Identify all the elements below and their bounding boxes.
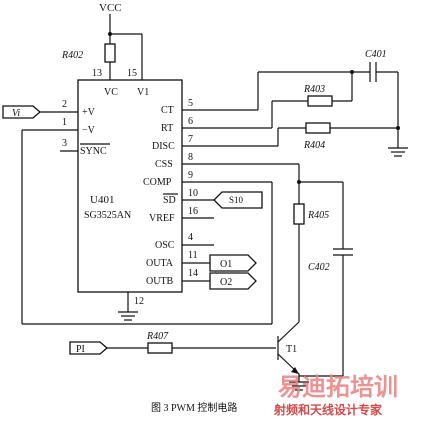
- ic-u401: VC V1 U401 SG3525AN +V −V SYNC CT RT DIS…: [77, 79, 183, 293]
- r404-resistor: [305, 122, 331, 134]
- pin-label-ct: CT: [161, 105, 174, 116]
- pin-label-outb: OUTB: [146, 276, 174, 287]
- watermark-subtitle: 射频和天线设计专家: [273, 402, 383, 417]
- figure-caption: 图 3 PWM 控制电路: [151, 401, 237, 414]
- pi-port-label: PI: [76, 344, 85, 355]
- r405-resistor: [293, 203, 305, 225]
- vi-port: [2, 105, 41, 119]
- t1-transistor: T1: [277, 321, 343, 377]
- c402-capacitor: C402: [308, 248, 353, 376]
- vcc-net: VCC R402 13 15: [61, 2, 143, 80]
- pin-6-number: 6: [188, 116, 193, 127]
- pin-5-number: 5: [188, 98, 193, 109]
- c402-label: C402: [308, 262, 330, 273]
- pin-label-minus-v: −V: [82, 125, 96, 136]
- watermark-logo: 易迪拓培训 射频和天线设计专家: [273, 373, 398, 417]
- pi-port: [69, 341, 108, 355]
- css-net: R405 8: [182, 152, 344, 322]
- pin-10-number: 10: [188, 188, 198, 199]
- css-junction: [297, 180, 301, 184]
- vcc-label: VCC: [99, 2, 122, 14]
- pin-8-number: 8: [188, 152, 193, 163]
- pin-label-rt: RT: [161, 123, 173, 134]
- pin-label-sd: SD: [163, 195, 176, 206]
- ic-designator: U401: [90, 194, 114, 206]
- comp-net: 9: [182, 170, 273, 324]
- ct-net: 5: [182, 70, 370, 111]
- vref-pin: 16: [182, 206, 214, 219]
- o2-port: [209, 272, 257, 290]
- c401-capacitor: C401: [365, 49, 398, 82]
- ic-ground: 12: [118, 292, 144, 321]
- pin-3-number: 3: [62, 138, 67, 149]
- ic-body: [77, 79, 183, 293]
- s10-port: [213, 191, 263, 209]
- gnd-junction: [396, 126, 400, 130]
- t1-collector: [277, 321, 300, 343]
- pin-label-outa: OUTA: [146, 258, 174, 269]
- ic-part-number: SG3525AN: [84, 210, 131, 221]
- s10-port-label: S10: [229, 195, 244, 205]
- t1-ground: [289, 376, 309, 391]
- outa-net: O1 11: [182, 250, 257, 272]
- r402-label: R402: [61, 50, 83, 61]
- pin-2-number: 2: [62, 99, 67, 110]
- pin-11-number: 11: [188, 250, 198, 261]
- outb-net: O2 14: [182, 268, 257, 290]
- pin-16-number: 16: [188, 206, 198, 217]
- osc-pin: 4: [182, 232, 214, 246]
- watermark-title: 易迪拓培训: [278, 373, 398, 401]
- r402-resistor: [104, 43, 116, 63]
- pin-1-number: 1: [62, 117, 67, 128]
- pin-label-vref: VREF: [149, 213, 175, 224]
- pin-label-osc: OSC: [155, 240, 175, 251]
- pin-label-comp: COMP: [143, 177, 172, 188]
- vi-input-net: Vi 2: [2, 99, 78, 119]
- pin-15-number: 15: [127, 68, 137, 79]
- t1-emitter-arrow: [291, 367, 299, 374]
- minus-v-feedback-net: 1: [21, 117, 272, 325]
- pin-12-number: 12: [134, 296, 144, 307]
- r403-label: R403: [303, 84, 325, 95]
- pin-4-number: 4: [188, 232, 193, 243]
- pin-label-css: CSS: [155, 159, 173, 170]
- r404-label: R404: [303, 140, 325, 151]
- pin-label-sync: SYNC: [80, 146, 107, 157]
- t1-label: T1: [286, 344, 297, 355]
- o1-port-label: O1: [220, 259, 232, 270]
- ic-v1-label: V1: [137, 87, 149, 98]
- o1-port: [209, 254, 257, 272]
- disc-net: R404 7: [182, 122, 398, 151]
- vi-port-label: Vi: [12, 108, 20, 119]
- r407-resistor: [147, 342, 173, 354]
- pin-7-number: 7: [188, 134, 193, 145]
- c401-label: C401: [365, 49, 387, 60]
- rt-net: R403 6: [182, 72, 353, 129]
- right-ground: [388, 72, 408, 157]
- pin-label-disc: DISC: [152, 141, 175, 152]
- ic-vc-label: VC: [104, 87, 118, 98]
- pin-9-number: 9: [188, 170, 193, 181]
- pi-input-net: PI R407: [69, 331, 276, 355]
- pin-13-number: 13: [92, 68, 102, 79]
- r403-resistor: [307, 95, 333, 107]
- sd-net: S10 10: [182, 188, 263, 209]
- pin-14-number: 14: [188, 268, 198, 279]
- sync-pin: 3: [60, 138, 78, 152]
- r407-label: R407: [146, 331, 169, 342]
- o2-port-label: O2: [220, 277, 232, 288]
- r405-label: R405: [307, 210, 329, 221]
- pin-label-plus-v: +V: [82, 107, 96, 118]
